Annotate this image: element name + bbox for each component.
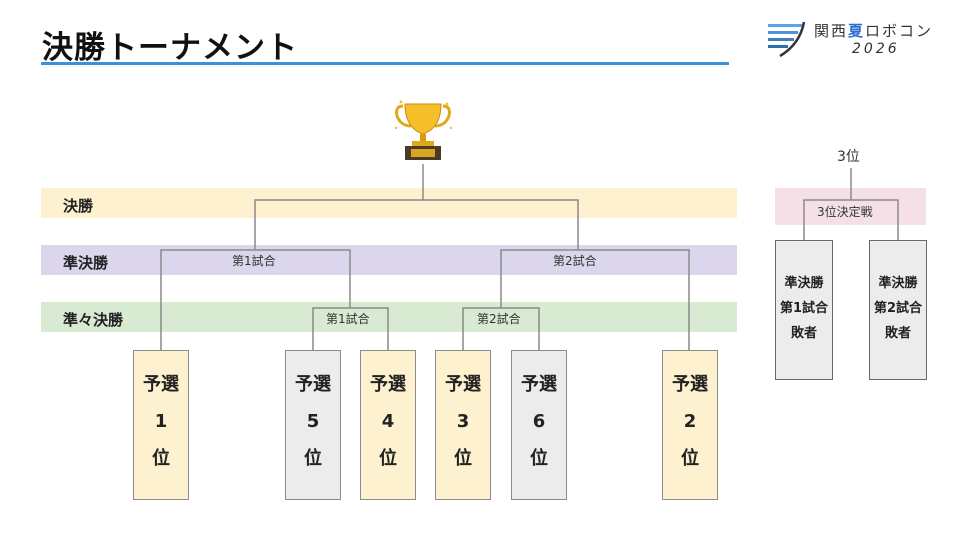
round-label-quarterfinal: 準々決勝 (63, 311, 124, 329)
third-place-result: 3位 (837, 149, 860, 165)
band-final (41, 188, 737, 218)
event-logo: 関西夏ロボコン 2026 (766, 18, 946, 62)
logo-text-line1: 関西夏ロボコン (814, 22, 934, 40)
third-place-match-label: 3位決定戦 (817, 205, 873, 219)
logo-text-year: 2026 (852, 41, 900, 57)
round-label-final: 決勝 (63, 197, 94, 215)
band-quarterfinal (41, 302, 737, 332)
round-label-semifinal: 準決勝 (63, 254, 109, 272)
quarterfinal-match-2-label: 第2試合 (477, 312, 521, 326)
page-title: 決勝トーナメント (42, 30, 298, 66)
semifinal-1-loser-box: 準決勝第1試合敗者 (775, 240, 833, 380)
semifinal-match-1-label: 第1試合 (232, 254, 276, 268)
title-underline (41, 62, 729, 65)
semifinal-2-loser-box: 準決勝第2試合敗者 (869, 240, 927, 380)
trophy-icon (394, 100, 453, 160)
semifinal-match-2-label: 第2試合 (553, 254, 597, 268)
wave-logo-icon (768, 21, 806, 58)
quarterfinal-match-1-label: 第1試合 (326, 312, 370, 326)
